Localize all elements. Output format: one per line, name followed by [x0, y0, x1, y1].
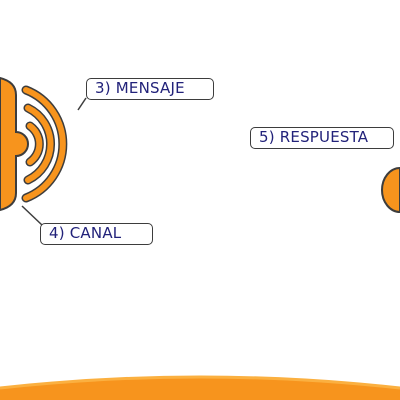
canal-connector — [21, 205, 43, 226]
mensaje-connector — [77, 97, 87, 111]
sound-waves-icon — [21, 85, 68, 203]
bottom-band-highlight — [0, 375, 400, 390]
respuesta-label: 5) RESPUESTA — [250, 127, 394, 149]
canal-label: 4) CANAL — [40, 223, 153, 245]
mensaje-label: 3) MENSAJE — [86, 78, 214, 100]
bottom-band — [0, 377, 400, 400]
speaker-icon — [0, 76, 29, 212]
receiver-icon — [381, 166, 400, 214]
